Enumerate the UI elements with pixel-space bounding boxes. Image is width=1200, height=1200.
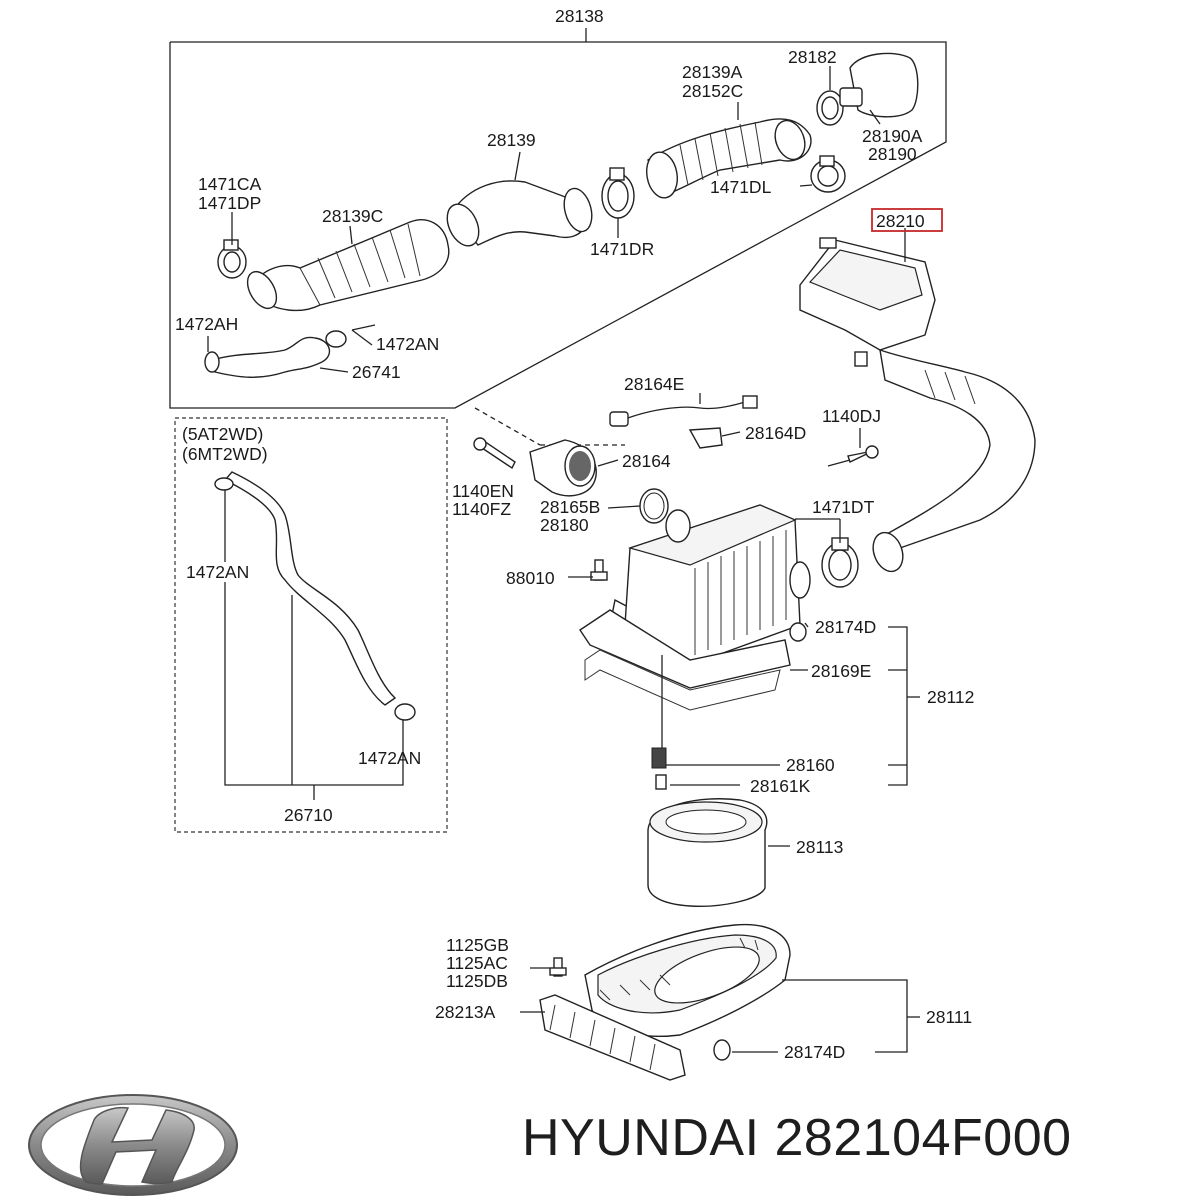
label-28174d-bottom: 28174D <box>784 1042 845 1062</box>
cleaner-body-28111 <box>584 923 791 1037</box>
label-28169e: 28169E <box>811 661 871 681</box>
label-1471dp: 1471DP <box>198 193 261 213</box>
label-88010: 88010 <box>506 568 555 588</box>
part-number: 282104F000 <box>774 1109 1072 1167</box>
label-1140dj: 1140DJ <box>822 406 881 426</box>
leader-lines <box>207 66 920 1053</box>
clamp-1471dl-icon <box>810 155 846 193</box>
duct-28139 <box>446 180 593 247</box>
label-28139a: 28139A <box>682 62 743 82</box>
label-1472an-left: 1472AN <box>186 562 249 582</box>
label-1471dr: 1471DR <box>590 239 654 259</box>
intake-hose-28139c <box>246 219 450 312</box>
label-28190a: 28190A <box>862 126 923 146</box>
label-28160: 28160 <box>786 755 835 775</box>
clamp-1471dt-icon <box>821 537 859 588</box>
label-28139c: 28139C <box>322 206 383 226</box>
label-28152c: 28152C <box>682 81 743 101</box>
group-boxes <box>169 28 947 833</box>
cover-28213a <box>539 994 686 1081</box>
label-1472an-right: 1472AN <box>358 748 421 768</box>
highlight-box <box>871 208 943 232</box>
air-cleaner-28112 <box>579 504 811 711</box>
label-26741: 26741 <box>352 362 401 382</box>
hose-26710 <box>214 471 416 721</box>
bolt-1125gb-icon <box>549 957 567 977</box>
label-1125db: 1125DB <box>446 971 508 991</box>
brand-name: HYUNDAI <box>522 1109 760 1167</box>
clamp-1471ca-icon <box>217 239 247 279</box>
filter-element-28113 <box>647 798 768 908</box>
label-5at2wd: (5AT2WD) <box>182 424 263 444</box>
label-1472an-top: 1472AN <box>376 334 439 354</box>
collar-28161k-icon <box>655 774 667 790</box>
label-28112: 28112 <box>927 687 974 707</box>
harness-28164e <box>609 395 758 449</box>
label-1125gb: 1125GB <box>446 935 509 955</box>
label-28139: 28139 <box>487 130 536 150</box>
label-1471dl: 1471DL <box>710 177 772 197</box>
resonator-28190 <box>839 52 919 118</box>
bolt-88010-icon <box>590 559 608 581</box>
label-1472ah: 1472AH <box>175 314 238 334</box>
label-28111: 28111 <box>926 1007 972 1027</box>
clip-28174d-bottom-icon <box>713 1039 731 1061</box>
label-1471ca: 1471CA <box>198 174 262 194</box>
label-28174d-top: 28174D <box>815 617 876 637</box>
air-duct-28210 <box>799 237 1036 573</box>
part-labels: 28138 28139A 28152C 28182 28190A 28190 2… <box>175 6 974 1062</box>
oring-28165b-icon <box>639 488 669 524</box>
hose-26741 <box>204 330 347 378</box>
label-1140fz: 1140FZ <box>452 499 511 519</box>
label-26710: 26710 <box>284 805 333 825</box>
label-28164d: 28164D <box>745 423 806 443</box>
maf-sensor-28164 <box>529 439 597 497</box>
label-28138: 28138 <box>555 6 604 26</box>
hyundai-logo <box>28 1094 238 1196</box>
clamp-28182-icon <box>816 90 844 126</box>
label-28210: 28210 <box>876 211 925 231</box>
clamp-1471dr-icon <box>601 167 635 219</box>
label-1125ac: 1125AC <box>446 953 508 973</box>
hose-28139a <box>645 118 812 199</box>
label-28164: 28164 <box>622 451 671 471</box>
mount-28160-icon <box>651 747 667 769</box>
bolt-1140en-icon <box>473 437 516 470</box>
label-28180: 28180 <box>540 515 589 535</box>
label-28165b: 28165B <box>540 497 600 517</box>
caption: HYUNDAI 282104F000 <box>522 1108 1072 1168</box>
label-28213a: 28213A <box>435 1002 496 1022</box>
label-28182: 28182 <box>788 47 837 67</box>
label-28190: 28190 <box>868 144 917 164</box>
label-28164e: 28164E <box>624 374 684 394</box>
label-6mt2wd: (6MT2WD) <box>182 444 268 464</box>
bolt-1140dj-icon <box>847 445 879 463</box>
clip-28174d-icon <box>789 622 807 642</box>
label-1140en: 1140EN <box>452 481 514 501</box>
label-28161k: 28161K <box>750 776 811 796</box>
label-28113: 28113 <box>796 837 843 857</box>
label-1471dt: 1471DT <box>812 497 875 517</box>
